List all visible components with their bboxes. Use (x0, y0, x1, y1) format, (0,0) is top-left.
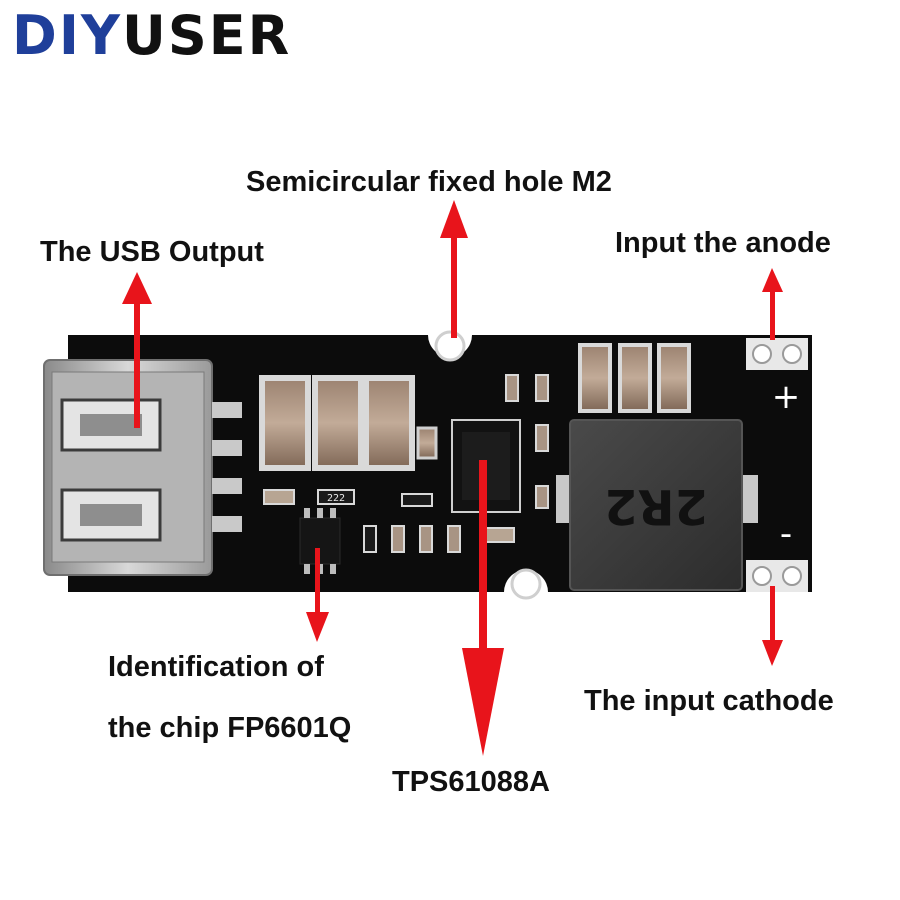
inductor-marking: 2R2 (604, 478, 708, 534)
brand-logo-part2: USER (122, 4, 292, 67)
arrow-input-anode (762, 268, 783, 340)
resistor-marking: 222 (327, 493, 345, 504)
label-tps-chip: TPS61088A (392, 766, 550, 798)
inductor: 2R2 (556, 419, 758, 591)
usb-connector (43, 359, 242, 576)
brand-logo-part1: DIY (12, 4, 123, 67)
brand-logo: DIYUSER (12, 6, 291, 66)
label-semicircular-hole: Semicircular fixed hole M2 (246, 166, 612, 198)
input-pads: + - (746, 338, 808, 592)
smd-components: 222 (263, 374, 549, 553)
arrow-usb-output (122, 272, 152, 428)
arrow-tps-chip (462, 460, 504, 756)
minus-marking: - (780, 514, 792, 554)
label-chip-id-line2: the chip FP6601Q (108, 712, 352, 744)
capacitor-bank (259, 343, 691, 471)
plus-marking: + (772, 377, 801, 417)
label-input-anode: Input the anode (615, 227, 831, 259)
fp6601q-chip (299, 508, 341, 574)
label-usb-output: The USB Output (40, 236, 264, 268)
label-chip-id-line1: Identification of (108, 651, 324, 683)
arrow-chip-id (306, 548, 329, 642)
arrow-input-cathode (762, 586, 783, 666)
arrow-semicircular-hole (440, 200, 468, 338)
label-input-cathode: The input cathode (584, 685, 834, 717)
